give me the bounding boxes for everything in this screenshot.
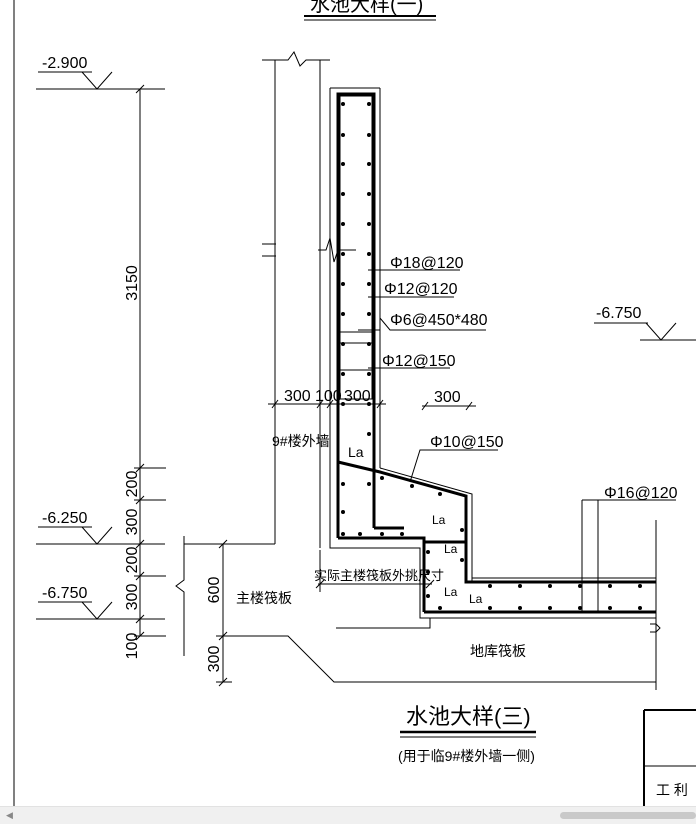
dimension-text: 600: [206, 577, 223, 604]
rebar-dots: [341, 102, 642, 610]
stirrups: [339, 95, 374, 400]
level-label: -2.900: [42, 55, 87, 72]
level-marker: [36, 526, 165, 545]
rebar-label: Φ16@120: [604, 485, 678, 502]
rebar-label: Φ12@120: [384, 281, 458, 298]
anchor-length-label: La: [348, 444, 364, 460]
dimension-text: 300: [284, 388, 311, 405]
dimension-chain: [268, 399, 476, 411]
level-label: -6.750: [42, 585, 87, 602]
garage-raft-label: 地库筏板: [470, 643, 526, 659]
dimension-text: 300: [124, 509, 141, 536]
level-marker: [36, 601, 165, 620]
break-symbol: [650, 623, 661, 633]
rebar-label: Φ6@450*480: [390, 312, 488, 329]
detail-drawing: 水池大样(一) -2.900 -6.250 -6.750 -6.750: [13, 0, 696, 806]
main-raft-label: 主楼筏板: [236, 590, 292, 606]
level-label: -6.750: [596, 305, 641, 322]
dimension-text: 200: [124, 471, 141, 498]
dimension-text: 300: [344, 388, 371, 405]
tank-wall: [329, 87, 656, 629]
break-symbol: [175, 536, 185, 656]
foundation-profile: [232, 635, 656, 683]
wall-label: 9#楼外墙: [272, 433, 330, 449]
dimension-text: 100: [315, 388, 342, 405]
horizontal-scrollbar[interactable]: ◀: [0, 806, 696, 824]
rebar-label: Φ10@150: [430, 434, 504, 451]
scroll-left-icon[interactable]: ◀: [6, 811, 13, 821]
level-label: -6.250: [42, 510, 87, 527]
title-block: [643, 709, 696, 806]
anchor-length-label: La: [444, 542, 458, 556]
dimension-text: 100: [124, 633, 141, 660]
raft-extension-label: 实际主楼筏板外挑尺寸: [314, 568, 444, 583]
dimension-chain: [134, 84, 166, 641]
title-block-text: 工 利: [656, 782, 688, 798]
building-wall: [262, 51, 330, 548]
dimension-text: 3150: [124, 265, 141, 301]
dimension-text: 200: [124, 547, 141, 574]
dimension-text: 300: [124, 584, 141, 611]
dimension-text: 300: [206, 646, 223, 673]
rebar-label: Φ18@120: [390, 255, 464, 272]
drawing-viewport[interactable]: 水池大样(一) -2.900 -6.250 -6.750 -6.750: [0, 0, 696, 806]
top-title: 水池大样(一): [310, 0, 423, 16]
rebar-main: [336, 92, 656, 614]
rebar-label: Φ12@150: [382, 353, 456, 370]
dimension-chain: [315, 550, 435, 592]
scrollbar-thumb[interactable]: [560, 812, 696, 819]
level-marker: [594, 322, 696, 341]
dimension-text: 300: [434, 389, 461, 406]
anchor-length-label: La: [432, 513, 446, 527]
anchor-length-label: La: [469, 592, 483, 606]
section-note: (用于临9#楼外墙一侧): [398, 748, 535, 764]
break-symbol: [318, 237, 356, 263]
anchor-length-label: La: [444, 585, 458, 599]
level-marker: [36, 71, 165, 90]
section-title: 水池大样(三): [406, 704, 531, 729]
rebar-leaders: [358, 269, 498, 483]
